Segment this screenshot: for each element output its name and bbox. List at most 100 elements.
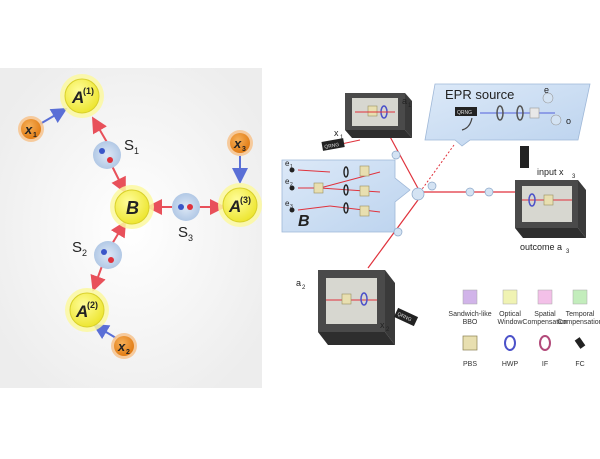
legend-item: FC <box>574 337 586 368</box>
node-a3-sup: (3) <box>240 195 251 205</box>
epr-source-panel: EPR source QRNG e o <box>424 83 591 147</box>
e1-sub: 1 <box>290 164 293 170</box>
e2-label: e <box>285 177 290 186</box>
legend-item: HWP <box>502 335 519 368</box>
hwp-ring-icon <box>504 335 516 351</box>
legend-label-line2: Window <box>498 319 524 326</box>
legend-label: Optical <box>499 311 521 318</box>
node-x3: x 3 <box>227 130 253 156</box>
edge-s1-a1 <box>91 116 109 145</box>
legend-item: PBS <box>462 335 478 368</box>
legend-label: FC <box>575 361 584 368</box>
node-b-label: B <box>126 198 139 218</box>
pbs-cube-icon <box>462 335 478 351</box>
lens-icon <box>516 105 524 121</box>
node-a1-label: A <box>71 88 84 107</box>
bob-panel: B e 1 e 2 e 3 <box>281 159 411 233</box>
e2-sub: 2 <box>290 182 293 188</box>
x1-setup-label: x <box>334 128 339 138</box>
lens-icon <box>496 105 504 121</box>
central-optics <box>391 150 494 237</box>
node-x3-sub: 3 <box>242 146 246 153</box>
node-x1-label: x <box>24 122 33 137</box>
qrng-1-label: QRNG <box>324 142 340 151</box>
pbs-cube-icon <box>529 107 540 119</box>
source-s2-sub: 2 <box>82 248 87 258</box>
measurement-box-3: input x 3 outcome a 3 <box>515 146 586 255</box>
source-s2: S 2 <box>72 239 122 269</box>
node-a1: A (1) <box>60 74 104 118</box>
a1-label: a <box>402 96 407 106</box>
outcome-a3-label: outcome a <box>520 242 562 252</box>
legend-label-line2: BBO <box>463 319 478 326</box>
input-x3-sub: 3 <box>572 174 576 180</box>
legend-label: HWP <box>502 361 519 368</box>
legend-label: PBS <box>463 361 477 368</box>
e3-sub: 3 <box>290 204 293 210</box>
node-a1-sup: (1) <box>83 86 94 96</box>
optical-window-icon <box>502 289 518 305</box>
node-x3-label: x <box>233 136 242 151</box>
legend-label: Sandwich-like <box>448 311 491 318</box>
node-x2-sub: 2 <box>126 349 130 356</box>
e1-label: e <box>285 159 290 168</box>
qrng-2 <box>393 307 419 327</box>
epr-e-label: e <box>544 85 549 95</box>
edge-s2-b <box>110 220 127 245</box>
legend-item: IF <box>539 335 551 368</box>
bbo-crystal-icon <box>462 289 478 305</box>
measurement-box-2: a 2 QRNG x 2 <box>296 270 419 345</box>
edge-x1-a1 <box>39 107 68 125</box>
source-s1-label: S <box>124 137 134 154</box>
input-x3-label: input x <box>537 167 564 177</box>
node-x1-sub: 1 <box>33 132 37 139</box>
a2-sub: 2 <box>302 285 306 291</box>
a1-sub: 1 <box>408 103 412 109</box>
legend-label-line2: Compensation <box>522 319 567 326</box>
x1-setup-sub: 1 <box>340 135 344 141</box>
node-b: B <box>110 185 154 229</box>
legend-label: Temporal <box>566 311 595 318</box>
outcome-a3-sub: 3 <box>566 249 570 255</box>
measurement-box-1: a 1 QRNG x 1 <box>321 93 412 151</box>
laser-label: QRNG <box>457 110 472 116</box>
legend-label: IF <box>542 361 548 368</box>
a2-label: a <box>296 278 301 288</box>
spatial-compensation-icon <box>537 289 553 305</box>
edge-s2-a2 <box>90 265 106 292</box>
edge-s1-b <box>111 165 126 194</box>
legend-label-line2: Compensation <box>557 319 600 326</box>
x2-setup-label: x <box>380 320 385 330</box>
temporal-compensation-icon <box>572 289 588 305</box>
qrng-2-label: QRNG <box>396 311 412 323</box>
laser-box <box>455 107 477 116</box>
qrng-3 <box>520 146 529 168</box>
source-s3-label: S <box>178 224 188 241</box>
legend-label: Spatial <box>534 311 556 318</box>
if-filter-icon <box>539 335 551 351</box>
node-a2-sup: (2) <box>87 300 98 310</box>
node-x2-label: x <box>117 339 126 354</box>
node-a3-label: A <box>228 197 241 216</box>
source-s3-sub: 3 <box>188 233 193 243</box>
epr-source-title: EPR source <box>445 87 514 102</box>
qrng-1 <box>321 138 345 151</box>
node-a2-label: A <box>75 302 88 321</box>
e3-label: e <box>285 199 290 208</box>
source-s1-sub: 1 <box>134 146 139 156</box>
network-edges <box>39 107 248 340</box>
source-s2-label: S <box>72 239 82 256</box>
node-a2: A (2) <box>65 288 109 332</box>
node-x2: x 2 <box>111 333 137 359</box>
fiber-coupler-icon <box>574 337 586 349</box>
node-x1: x 1 <box>18 116 44 142</box>
source-s3: S 3 <box>172 193 200 243</box>
x2-setup-sub: 2 <box>386 327 390 333</box>
source-s1: S 1 <box>93 137 139 169</box>
